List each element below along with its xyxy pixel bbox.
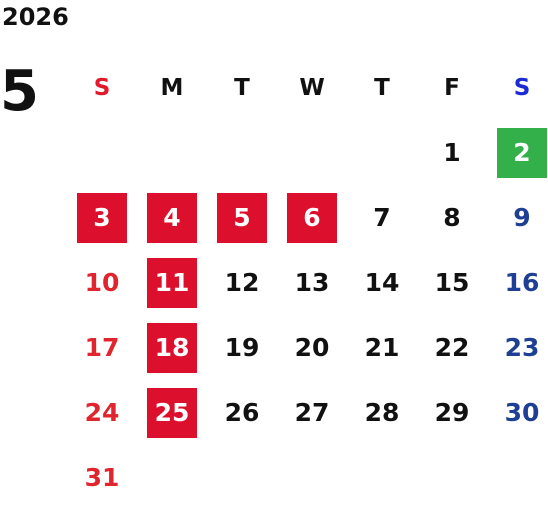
empty-day-cell bbox=[347, 120, 417, 185]
empty-day-cell bbox=[207, 445, 277, 510]
weekday-header-sunday: S bbox=[93, 74, 111, 101]
year-label: 2026 bbox=[2, 3, 69, 31]
empty-day-cell bbox=[277, 445, 347, 510]
holiday-day-box: 11 bbox=[147, 257, 197, 308]
day-number: 28 bbox=[364, 398, 400, 427]
day-cell[interactable]: 11 bbox=[137, 250, 207, 315]
day-number: 27 bbox=[294, 398, 330, 427]
day-cell[interactable]: 26 bbox=[207, 380, 277, 445]
day-number: 12 bbox=[224, 268, 260, 297]
day-cell[interactable]: 23 bbox=[487, 315, 548, 380]
holiday-day-box: 4 bbox=[147, 192, 197, 243]
day-cell[interactable]: 29 bbox=[417, 380, 487, 445]
day-number: 1 bbox=[443, 138, 461, 167]
weekday-header-friday: F bbox=[444, 74, 460, 101]
highlighted-day-box: 2 bbox=[497, 127, 547, 178]
weekday-header-saturday: S bbox=[513, 74, 531, 101]
month-number: 5 bbox=[0, 59, 39, 124]
day-cell[interactable]: 2 bbox=[487, 120, 548, 185]
day-number: 26 bbox=[224, 398, 260, 427]
empty-day-cell bbox=[207, 120, 277, 185]
day-number: 10 bbox=[84, 268, 120, 297]
empty-day-cell bbox=[347, 445, 417, 510]
holiday-day-box: 5 bbox=[217, 192, 267, 243]
weekday-header-thursday: T bbox=[374, 74, 390, 101]
day-number: 19 bbox=[224, 333, 260, 362]
day-cell[interactable]: 19 bbox=[207, 315, 277, 380]
day-cell[interactable]: 13 bbox=[277, 250, 347, 315]
day-cell[interactable]: 27 bbox=[277, 380, 347, 445]
weekday-header-wednesday: W bbox=[299, 74, 325, 101]
empty-day-cell bbox=[277, 120, 347, 185]
day-number: 30 bbox=[504, 398, 540, 427]
day-cell[interactable]: 5 bbox=[207, 185, 277, 250]
day-number: 17 bbox=[84, 333, 120, 362]
day-cell[interactable]: 22 bbox=[417, 315, 487, 380]
holiday-day-box: 25 bbox=[147, 387, 197, 438]
day-cell[interactable]: 10 bbox=[67, 250, 137, 315]
day-number: 13 bbox=[294, 268, 330, 297]
weekday-header-monday: M bbox=[160, 74, 184, 101]
day-cell[interactable]: 31 bbox=[67, 445, 137, 510]
empty-day-cell bbox=[137, 445, 207, 510]
day-number: 9 bbox=[513, 203, 531, 232]
day-cell[interactable]: 25 bbox=[137, 380, 207, 445]
holiday-day-box: 6 bbox=[287, 192, 337, 243]
empty-day-cell bbox=[487, 445, 548, 510]
day-cell[interactable]: 24 bbox=[67, 380, 137, 445]
day-cell[interactable]: 7 bbox=[347, 185, 417, 250]
day-cell[interactable]: 1 bbox=[417, 120, 487, 185]
empty-day-cell bbox=[67, 120, 137, 185]
day-number: 8 bbox=[443, 203, 461, 232]
day-cell[interactable]: 17 bbox=[67, 315, 137, 380]
day-number: 29 bbox=[434, 398, 470, 427]
holiday-day-box: 3 bbox=[77, 192, 127, 243]
day-number: 15 bbox=[434, 268, 470, 297]
day-number: 7 bbox=[373, 203, 391, 232]
day-cell[interactable]: 16 bbox=[487, 250, 548, 315]
day-cell[interactable]: 21 bbox=[347, 315, 417, 380]
day-cell[interactable]: 18 bbox=[137, 315, 207, 380]
day-number: 16 bbox=[504, 268, 540, 297]
day-number: 23 bbox=[504, 333, 540, 362]
day-cell[interactable]: 20 bbox=[277, 315, 347, 380]
day-cell[interactable]: 9 bbox=[487, 185, 548, 250]
day-cell[interactable]: 28 bbox=[347, 380, 417, 445]
day-cell[interactable]: 30 bbox=[487, 380, 548, 445]
day-number: 20 bbox=[294, 333, 330, 362]
day-number: 24 bbox=[84, 398, 120, 427]
weekday-header-tuesday: T bbox=[234, 74, 250, 101]
day-number: 22 bbox=[434, 333, 470, 362]
day-cell[interactable]: 8 bbox=[417, 185, 487, 250]
day-number: 21 bbox=[364, 333, 400, 362]
day-cell[interactable]: 3 bbox=[67, 185, 137, 250]
empty-day-cell bbox=[137, 120, 207, 185]
day-number: 31 bbox=[84, 463, 120, 492]
holiday-day-box: 18 bbox=[147, 322, 197, 373]
day-cell[interactable]: 14 bbox=[347, 250, 417, 315]
day-cell[interactable]: 15 bbox=[417, 250, 487, 315]
day-cell[interactable]: 6 bbox=[277, 185, 347, 250]
empty-day-cell bbox=[417, 445, 487, 510]
day-cell[interactable]: 12 bbox=[207, 250, 277, 315]
day-cell[interactable]: 4 bbox=[137, 185, 207, 250]
day-number: 14 bbox=[364, 268, 400, 297]
